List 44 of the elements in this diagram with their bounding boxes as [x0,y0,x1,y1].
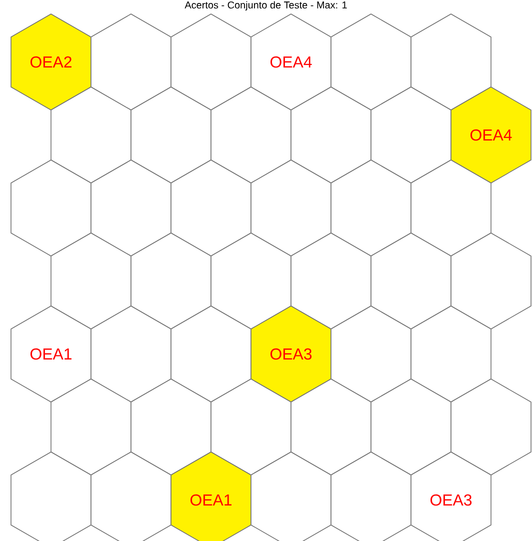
map-cell [330,306,412,402]
map-cell [130,232,212,330]
map-cell [90,452,172,541]
map-cell [370,378,452,476]
map-cell: OEA3 [250,306,332,402]
map-cell [410,306,492,402]
map-cell [290,86,372,184]
map-cell [130,378,212,476]
map-cell [90,160,172,256]
map-cell: OEA3 [410,452,492,541]
map-cell [290,378,372,476]
map-cell [170,306,252,402]
map-cell [210,232,292,330]
map-cell [210,86,292,184]
map-cell [290,232,372,330]
map-cell [170,160,252,256]
map-cell [50,232,132,330]
map-cell [410,160,492,256]
map-cell [370,232,452,330]
map-cell [50,378,132,476]
map-cell: OEA1 [170,452,252,541]
map-cell [90,306,172,402]
map-cell [50,86,132,184]
map-cell: OEA2 [10,14,92,110]
map-cell [250,160,332,256]
map-cell [10,452,92,541]
map-cell: OEA4 [250,14,332,110]
map-cell [170,14,252,110]
map-cell [450,232,532,330]
map-cell: OEA1 [10,306,92,402]
map-cell [210,378,292,476]
map-cell [130,86,212,184]
chart-title: Acertos - Conjunto de Teste - Max: 1 [184,1,347,10]
map-cell [370,86,452,184]
map-cell [250,452,332,541]
map-cell [330,14,412,110]
map-cell [330,160,412,256]
map-cell [410,14,492,110]
node-label: OEA3 [430,494,472,506]
map-cell [330,452,412,541]
map-cell [10,160,92,256]
map-cell: OEA4 [450,86,532,184]
map-cell [450,378,532,476]
map-cell [90,14,172,110]
